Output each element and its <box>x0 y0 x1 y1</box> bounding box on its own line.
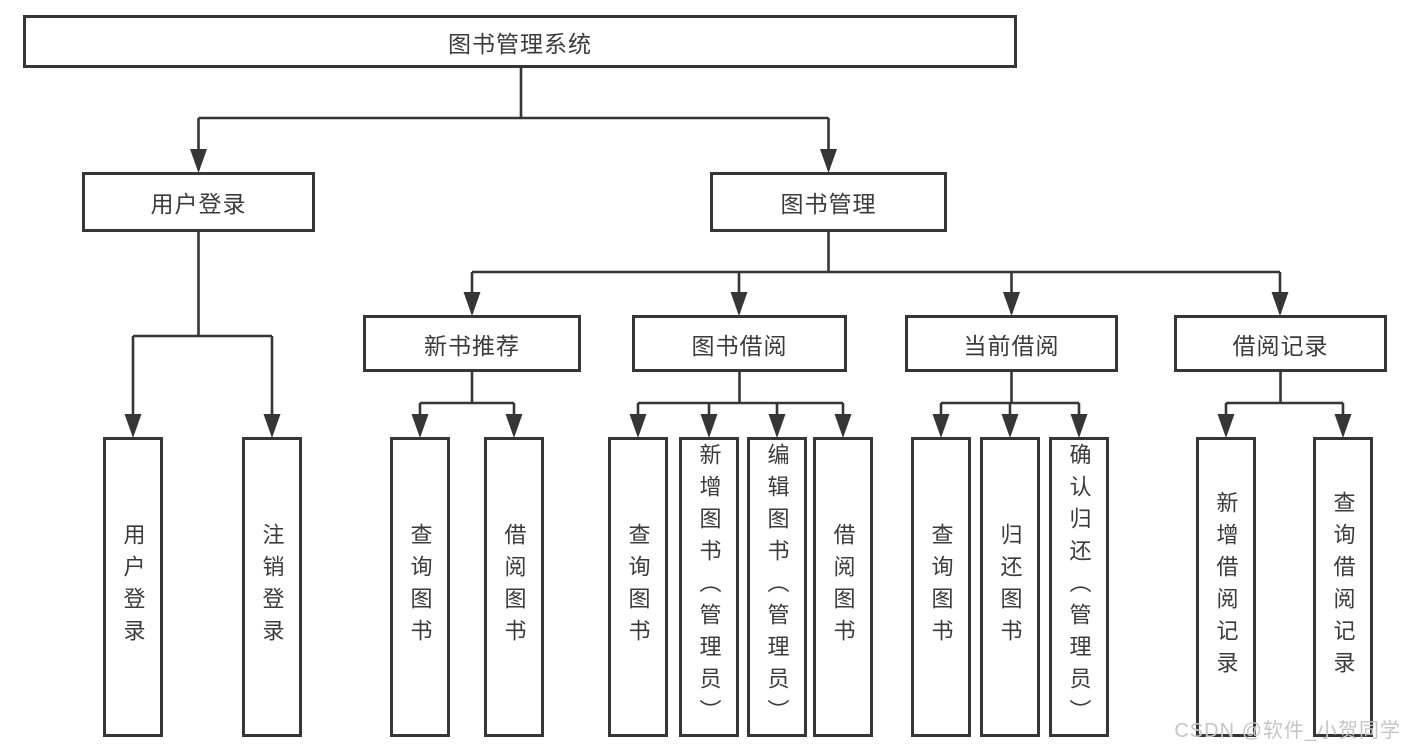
leaf-user-login-label: 用户登录 <box>120 523 146 651</box>
arrow-down-icon <box>1217 414 1235 438</box>
node-book-management-label: 图书管理 <box>780 191 877 217</box>
node-current-borrow-label: 当前借阅 <box>963 332 1060 359</box>
leaf-query-book-3-label: 查询图书 <box>928 523 954 651</box>
node-user-login: 用户登录 <box>82 172 315 232</box>
leaf-add-borrow-record: 新增借阅记录 <box>1196 437 1256 737</box>
leaf-edit-book-admin-label: 编辑图书（管理员） <box>764 443 790 731</box>
node-book-management: 图书管理 <box>710 172 947 232</box>
arrow-down-icon <box>190 149 207 173</box>
leaf-add-borrow-record-label: 新增借阅记录 <box>1213 491 1239 683</box>
leaf-borrow-book-1-label: 借阅图书 <box>501 523 527 651</box>
leaf-borrow-book-2-label: 借阅图书 <box>830 523 856 651</box>
leaf-borrow-book-2: 借阅图书 <box>813 437 873 737</box>
arrow-down-icon <box>730 292 748 316</box>
leaf-logout-login: 注销登录 <box>242 437 302 737</box>
leaf-query-borrow-record: 查询借阅记录 <box>1313 437 1373 737</box>
leaf-add-book-admin-label: 新增图书（管理员） <box>696 443 722 731</box>
leaf-add-book-admin: 新增图书（管理员） <box>679 437 739 737</box>
arrow-down-icon <box>768 414 786 438</box>
tree-branch-lines <box>131 68 1345 434</box>
node-borrow-records: 借阅记录 <box>1174 315 1387 372</box>
node-root: 图书管理系统 <box>23 15 1017 68</box>
arrow-down-icon <box>1070 414 1088 438</box>
watermark: CSDN @软件_小贺同学 <box>1174 720 1401 742</box>
node-current-borrow: 当前借阅 <box>905 315 1118 372</box>
arrow-down-icon <box>1271 292 1289 316</box>
leaf-return-book-label: 归还图书 <box>997 523 1023 651</box>
leaf-logout-login-label: 注销登录 <box>259 523 285 651</box>
arrow-down-icon <box>820 149 837 173</box>
leaf-user-login: 用户登录 <box>103 437 163 737</box>
leaf-query-book-2-label: 查询图书 <box>625 523 651 651</box>
arrow-down-icon <box>834 414 852 438</box>
leaf-confirm-return-admin-label: 确认归还（管理员） <box>1066 443 1092 731</box>
arrow-down-icon <box>700 414 718 438</box>
node-new-book-recommend: 新书推荐 <box>363 315 581 372</box>
leaf-edit-book-admin: 编辑图书（管理员） <box>747 437 807 737</box>
leaf-query-borrow-record-label: 查询借阅记录 <box>1330 491 1356 683</box>
node-new-book-recommend-label: 新书推荐 <box>424 332 520 359</box>
node-user-login-label: 用户登录 <box>150 191 247 217</box>
leaf-query-book-2: 查询图书 <box>608 437 668 737</box>
leaf-return-book: 归还图书 <box>980 437 1040 737</box>
node-root-label: 图书管理系统 <box>448 30 592 57</box>
leaf-query-book-1: 查询图书 <box>390 437 450 737</box>
node-book-borrow-label: 图书借阅 <box>691 332 788 359</box>
arrow-down-icon <box>505 414 523 438</box>
node-borrow-records-label: 借阅记录 <box>1232 332 1329 359</box>
arrow-down-icon <box>124 414 142 438</box>
arrow-down-icon <box>629 414 647 438</box>
arrow-down-icon <box>411 414 429 438</box>
arrow-down-icon <box>932 414 950 438</box>
arrow-down-icon <box>1003 292 1020 316</box>
arrow-down-icon <box>263 414 281 438</box>
arrow-down-icon <box>1334 414 1352 438</box>
leaf-query-book-1-label: 查询图书 <box>407 523 433 651</box>
arrow-down-icon <box>1001 414 1019 438</box>
leaf-borrow-book-1: 借阅图书 <box>484 437 544 737</box>
leaf-confirm-return-admin: 确认归还（管理员） <box>1049 437 1109 737</box>
node-book-borrow: 图书借阅 <box>632 315 847 372</box>
leaf-query-book-3: 查询图书 <box>911 437 971 737</box>
arrow-down-icon <box>463 292 481 316</box>
